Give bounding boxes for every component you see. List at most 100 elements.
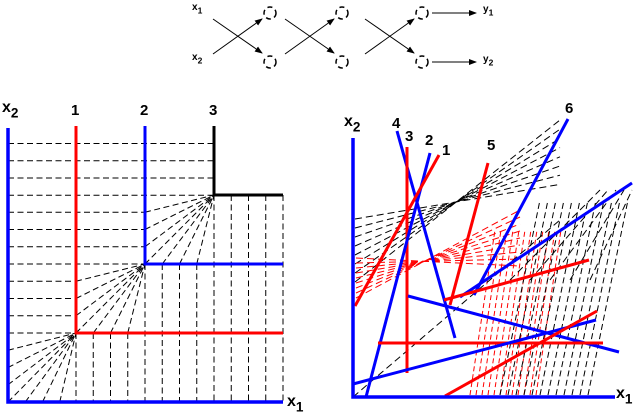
axes-right [351,138,615,399]
fan-ray [7,332,77,403]
arrow-icon [364,18,415,55]
dashed-grid-line [571,199,613,396]
dashed-grid-line [563,199,605,396]
boundary-2 [143,126,283,266]
dashed-grid-line [547,199,589,396]
output-label-y1-base: y [483,4,489,15]
fan-ray [7,332,77,368]
line-label-1: 1 [442,142,450,159]
dashed-grid-line-red [355,223,521,289]
dashed-grid-line [579,199,621,396]
output-label-y2: y2 [483,54,494,68]
dashed-grid-line-red [355,216,521,294]
arrow-icon [284,18,335,55]
dashed-grid-line [354,137,561,265]
input-label-x1-base: x [192,2,198,13]
fan-ray [196,194,215,265]
output-label-y2-base: y [483,54,489,65]
axis-label-x1-right-subscript: 1 [625,392,633,407]
dashed-grid-line-red [355,230,521,284]
fan-ray [127,263,146,334]
dashed-grid-line [523,199,565,396]
boundary-3 [212,126,283,197]
dashed-grid-line [507,199,549,396]
dashed-grid-line [529,189,609,281]
dashed-grid-line-red [529,229,556,396]
line-label-5: 5 [487,137,495,154]
axis-label-x1-left-base: x [287,393,296,410]
dashed-grid-line [515,199,557,396]
dashed-grid-line-red [511,229,538,396]
line-label-3: 3 [405,128,413,145]
dashed-grid-line [539,199,581,396]
dashed-grid-line-red [481,229,508,396]
axis-label-x1-left-subscript: 1 [296,400,304,415]
input-label-x2-subscript: 2 [198,56,203,66]
axis-label-x1-left: x1 [287,393,304,415]
dashed-grid-line [499,199,541,396]
dashed-grid-line-red [523,229,550,396]
axes [6,128,283,404]
axis-label-x2-right: x2 [344,113,361,135]
node-circle-icon [415,55,429,69]
fan-ray [92,263,146,334]
boundary-line-10 [352,318,597,386]
output-label-y1: y1 [483,4,494,18]
input-label-x2-base: x [192,52,198,63]
fan-ray [110,263,146,334]
dashed-grid-line [549,189,617,281]
axis-label-x2-left-base: x [2,99,11,116]
axis-label-x2-left: x2 [2,99,19,121]
dashed-grid-line-red [469,229,496,396]
boundary-line-6 [459,181,633,299]
dashed-grid-line-red [505,229,532,396]
input-label-x2: x2 [192,52,203,66]
dashed-grid-line-red [355,251,521,269]
right-panel-lines [351,118,633,399]
left-panel-boundaries [6,126,283,404]
axis-label-x1-right-base: x [616,385,625,402]
boundary-line-5 [472,118,570,296]
dashed-grid-line-red [487,229,514,396]
axis-label-x2-right-subscript: 2 [353,120,361,135]
dashed-grid-line [555,199,597,396]
dashed-grid-line [531,199,573,396]
output-label-y1-subscript: 1 [489,8,494,18]
fan-ray [75,263,146,282]
dashed-grid-line-red [355,209,521,299]
boundary-label-1: 1 [71,102,79,119]
dashed-grid-line [354,165,561,238]
axis-label-x1-right: x1 [616,385,633,407]
boundary-line-11 [444,309,598,398]
node-circle-icon [263,6,277,20]
fan-ray [7,332,77,351]
fan-ray [179,194,215,265]
fan-ray [42,332,77,403]
node-circle-icon [415,6,429,20]
boundary-label-3: 3 [209,102,217,119]
boundary-label-2: 2 [140,102,148,119]
fan-ray [75,263,146,334]
input-label-x1: x1 [192,2,203,16]
fan-ray [59,332,77,403]
line-label-6: 6 [565,100,573,117]
arrow-icon [212,18,263,55]
fan-ray [144,194,215,265]
node-circle-icon [335,6,349,20]
boundary-line-4 [448,162,490,306]
dashed-grid-line-red [355,244,521,274]
boundary-line-2 [364,152,432,398]
dashed-grid-line [354,183,561,220]
line-label-2: 2 [425,132,433,149]
dashed-grid-line [589,189,633,281]
fan-ray [75,263,146,317]
dashed-grid-line-red [535,229,562,396]
boundary-line-3 [353,154,441,307]
dashed-grid-line-red [517,229,544,396]
input-label-x1-subscript: 1 [198,6,203,16]
fan-ray [144,194,215,230]
fan-ray [75,263,146,299]
